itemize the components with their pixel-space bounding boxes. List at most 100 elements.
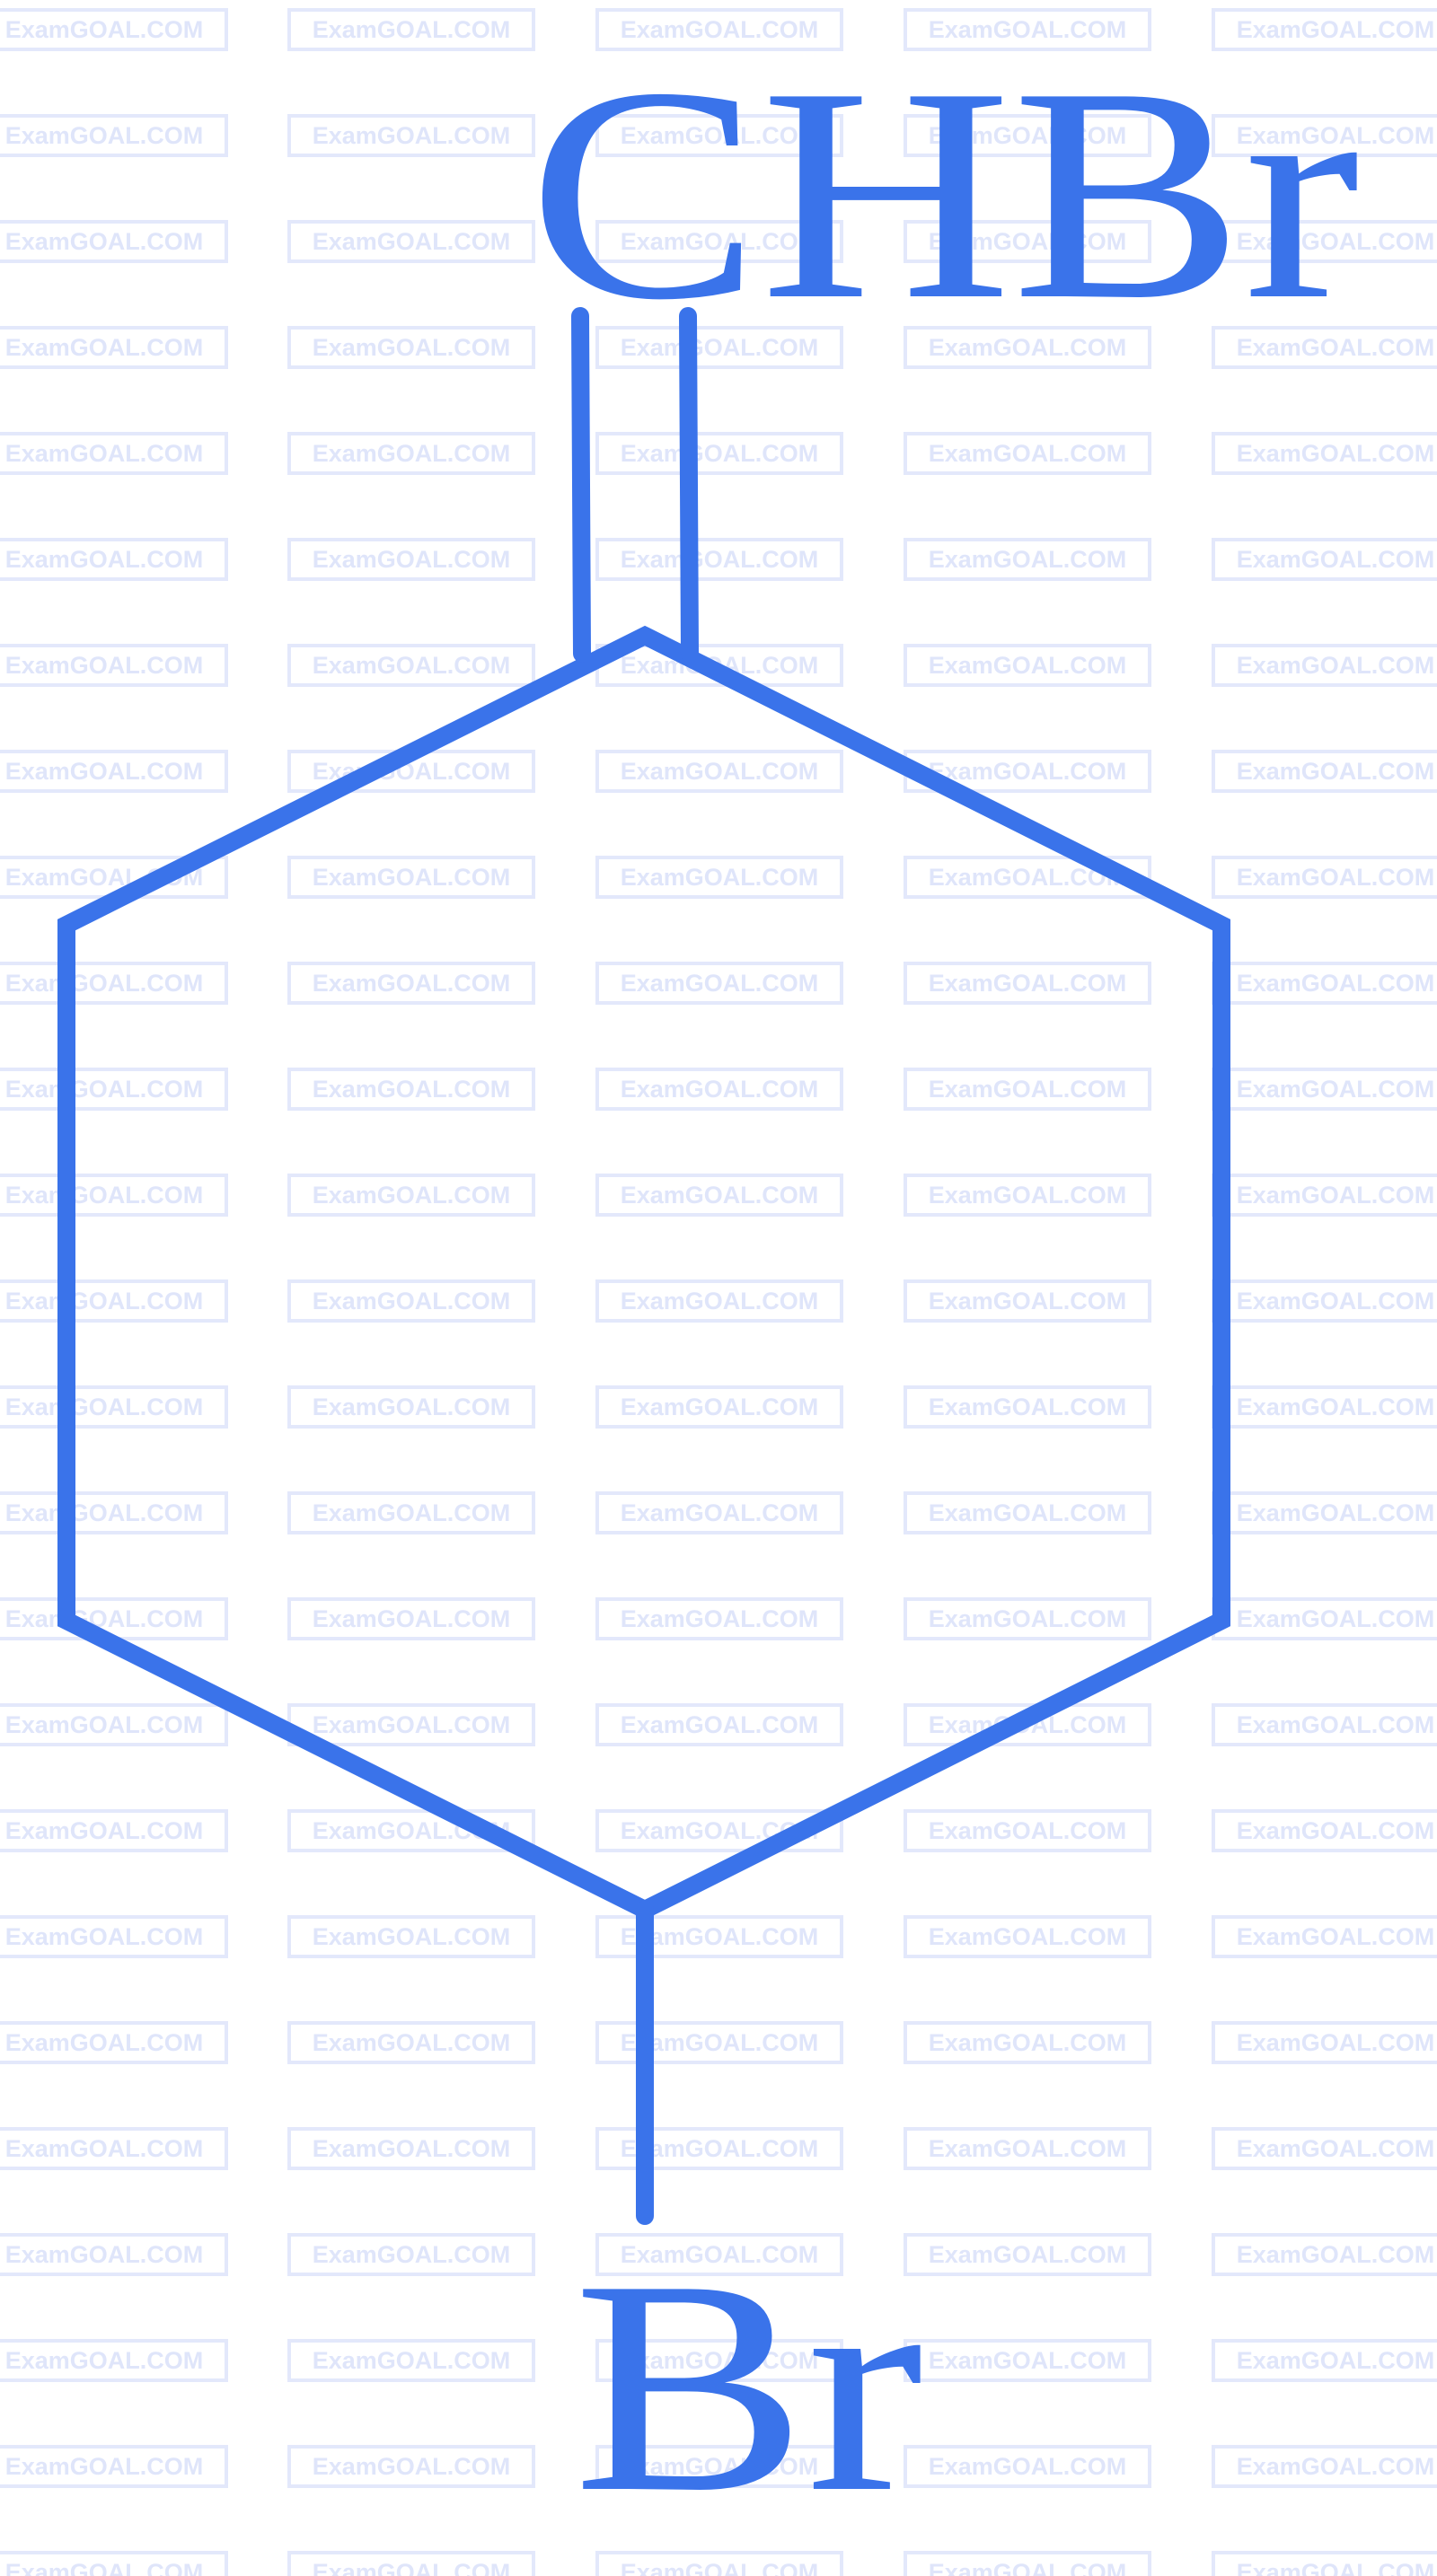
watermark-stamp: ExamGOAL.COM (287, 1068, 535, 1111)
watermark-stamp: ExamGOAL.COM (1212, 750, 1437, 793)
watermark-stamp: ExamGOAL.COM (1212, 1597, 1437, 1640)
watermark-stamp: ExamGOAL.COM (595, 750, 843, 793)
watermark-stamp: ExamGOAL.COM (904, 1491, 1151, 1534)
cyclohexane-ring (57, 625, 1230, 1921)
watermark-stamp: ExamGOAL.COM (595, 2445, 843, 2488)
watermark-stamp: ExamGOAL.COM (1212, 114, 1437, 157)
watermark-stamp: ExamGOAL.COM (904, 538, 1151, 581)
watermark-stamp: ExamGOAL.COM (0, 1915, 228, 1958)
watermark-stamp: ExamGOAL.COM (0, 2127, 228, 2170)
watermark-stamp: ExamGOAL.COM (904, 8, 1151, 51)
watermark-stamp: ExamGOAL.COM (287, 220, 535, 263)
watermark-stamp: ExamGOAL.COM (1212, 644, 1437, 687)
watermark-stamp: ExamGOAL.COM (904, 1915, 1151, 1958)
watermark-stamp: ExamGOAL.COM (0, 750, 228, 793)
watermark-stamp: ExamGOAL.COM (287, 2551, 535, 2576)
watermark-stamp: ExamGOAL.COM (0, 220, 228, 263)
double-bond-left-line (571, 307, 591, 663)
watermark-stamp: ExamGOAL.COM (1212, 1703, 1437, 1746)
watermark-stamp: ExamGOAL.COM (287, 326, 535, 369)
watermark-stamp: ExamGOAL.COM (904, 432, 1151, 475)
watermark-stamp: ExamGOAL.COM (904, 1597, 1151, 1640)
watermark-stamp: ExamGOAL.COM (595, 114, 843, 157)
watermark-stamp: ExamGOAL.COM (287, 1174, 535, 1217)
watermark-stamp: ExamGOAL.COM (595, 2551, 843, 2576)
watermark-stamp: ExamGOAL.COM (1212, 1915, 1437, 1958)
watermark-stamp: ExamGOAL.COM (1212, 1068, 1437, 1111)
watermark-stamp: ExamGOAL.COM (0, 1491, 228, 1534)
watermark-stamp: ExamGOAL.COM (0, 2021, 228, 2064)
watermark-stamp: ExamGOAL.COM (287, 2445, 535, 2488)
watermark-stamp: ExamGOAL.COM (904, 114, 1151, 157)
watermark-stamp: ExamGOAL.COM (1212, 962, 1437, 1005)
watermark-stamp: ExamGOAL.COM (0, 1174, 228, 1217)
watermark-stamp: ExamGOAL.COM (904, 2445, 1151, 2488)
watermark-stamp: ExamGOAL.COM (904, 220, 1151, 263)
watermark-stamp: ExamGOAL.COM (0, 114, 228, 157)
watermark-stamp: ExamGOAL.COM (1212, 220, 1437, 263)
watermark-stamp: ExamGOAL.COM (595, 1385, 843, 1429)
watermark-stamp: ExamGOAL.COM (287, 1915, 535, 1958)
watermark-stamp: ExamGOAL.COM (904, 2021, 1151, 2064)
watermark-stamp: ExamGOAL.COM (287, 1491, 535, 1534)
watermark-stamp: ExamGOAL.COM (904, 1279, 1151, 1323)
watermark-stamp: ExamGOAL.COM (287, 2021, 535, 2064)
watermark-stamp: ExamGOAL.COM (595, 1068, 843, 1111)
watermark-stamp: ExamGOAL.COM (904, 962, 1151, 1005)
watermark-stamp: ExamGOAL.COM (1212, 1809, 1437, 1852)
watermark-stamp: ExamGOAL.COM (0, 1068, 228, 1111)
watermark-stamp: ExamGOAL.COM (904, 2127, 1151, 2170)
watermark-stamp: ExamGOAL.COM (287, 2233, 535, 2276)
watermark-stamp: ExamGOAL.COM (904, 326, 1151, 369)
watermark-stamp: ExamGOAL.COM (595, 1279, 843, 1323)
watermark-stamp: ExamGOAL.COM (1212, 2445, 1437, 2488)
watermark-stamp: ExamGOAL.COM (287, 1385, 535, 1429)
watermark-stamp: ExamGOAL.COM (287, 1597, 535, 1640)
watermark-stamp: ExamGOAL.COM (287, 538, 535, 581)
watermark-stamp: ExamGOAL.COM (595, 1174, 843, 1217)
watermark-stamp: ExamGOAL.COM (287, 114, 535, 157)
watermark-stamp: ExamGOAL.COM (904, 1809, 1151, 1852)
watermark-stamp: ExamGOAL.COM (0, 432, 228, 475)
watermark-stamp: ExamGOAL.COM (904, 2339, 1151, 2382)
watermark-stamp: ExamGOAL.COM (1212, 2233, 1437, 2276)
watermark-stamp: ExamGOAL.COM (287, 644, 535, 687)
watermark-stamp: ExamGOAL.COM (595, 538, 843, 581)
watermark-stamp: ExamGOAL.COM (595, 2233, 843, 2276)
watermark-stamp: ExamGOAL.COM (595, 1597, 843, 1640)
watermark-stamp: ExamGOAL.COM (1212, 538, 1437, 581)
watermark-stamp: ExamGOAL.COM (0, 2233, 228, 2276)
watermark-stamp: ExamGOAL.COM (904, 1068, 1151, 1111)
watermark-stamp: ExamGOAL.COM (1212, 2021, 1437, 2064)
watermark-stamp: ExamGOAL.COM (904, 1174, 1151, 1217)
atom-label-chbr: CHBr (528, 24, 1360, 363)
watermark-stamp: ExamGOAL.COM (287, 962, 535, 1005)
watermark-stamp: ExamGOAL.COM (595, 326, 843, 369)
watermark-stamp: ExamGOAL.COM (595, 1491, 843, 1534)
watermark-stamp: ExamGOAL.COM (595, 432, 843, 475)
watermark-stamp: ExamGOAL.COM (287, 2127, 535, 2170)
watermark-stamp: ExamGOAL.COM (0, 326, 228, 369)
watermark-stamp: ExamGOAL.COM (595, 1703, 843, 1746)
watermark-stamp: ExamGOAL.COM (0, 1279, 228, 1323)
watermark-stamp: ExamGOAL.COM (0, 2339, 228, 2382)
double-bond-right-line (679, 307, 699, 663)
watermark-stamp: ExamGOAL.COM (904, 2233, 1151, 2276)
watermark-stamp: ExamGOAL.COM (0, 2445, 228, 2488)
watermark-stamp: ExamGOAL.COM (287, 1279, 535, 1323)
watermark-stamp: ExamGOAL.COM (0, 1385, 228, 1429)
watermark-stamp: ExamGOAL.COM (595, 962, 843, 1005)
watermark-stamp: ExamGOAL.COM (0, 538, 228, 581)
watermark-stamp: ExamGOAL.COM (1212, 856, 1437, 899)
watermark-stamp: ExamGOAL.COM (287, 1703, 535, 1746)
watermark-stamp: ExamGOAL.COM (0, 1703, 228, 1746)
watermark-stamp: ExamGOAL.COM (595, 856, 843, 899)
watermark-stamp: ExamGOAL.COM (1212, 1385, 1437, 1429)
watermark-stamp: ExamGOAL.COM (595, 2339, 843, 2382)
watermark-stamp: ExamGOAL.COM (0, 1809, 228, 1852)
watermark-stamp: ExamGOAL.COM (0, 962, 228, 1005)
watermark-stamp: ExamGOAL.COM (0, 2551, 228, 2576)
watermark-stamp: ExamGOAL.COM (595, 220, 843, 263)
